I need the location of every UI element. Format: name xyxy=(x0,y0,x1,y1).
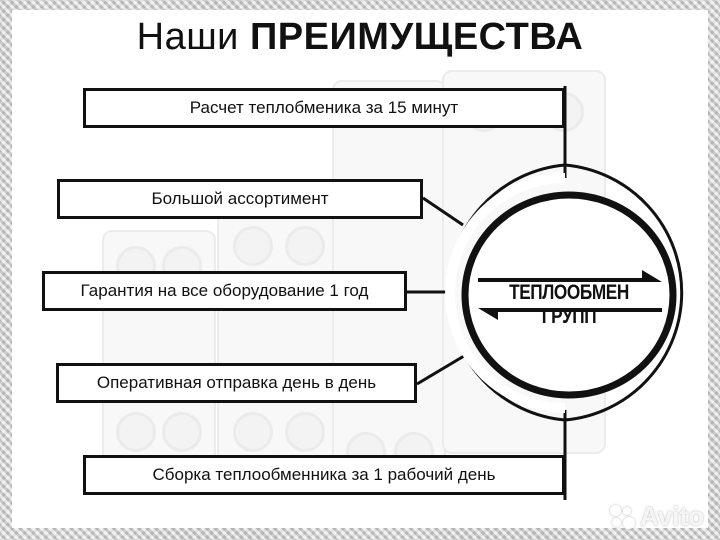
advantage-label: Большой ассортимент xyxy=(151,189,329,208)
company-logo: ТЕПЛООБМЕН ГРУПП xyxy=(461,197,677,393)
avito-dots-icon xyxy=(609,504,636,529)
advantage-label: Гарантия на все оборудование 1 год xyxy=(80,281,369,300)
advantage-label: Оперативная отправка день в день xyxy=(96,373,377,392)
background-exchanger-photo xyxy=(102,230,216,464)
advantage-item-assembly: Сборка теплообменника за 1 рабочий день xyxy=(83,455,565,495)
logo-text: ТЕПЛООБМЕН ГРУПП xyxy=(509,281,629,328)
background-exchanger-photo xyxy=(217,210,341,464)
avito-watermark: Avito xyxy=(609,501,704,532)
page-title: Наши ПРЕИМУЩЕСТВА xyxy=(0,16,720,59)
watermark-text: Avito xyxy=(639,501,704,531)
advantage-item-shipping: Оперативная отправка день в день xyxy=(56,363,417,403)
title-bold: ПРЕИМУЩЕСТВА xyxy=(249,16,584,58)
advantage-item-assortment: Большой ассортимент xyxy=(57,179,423,219)
advantage-item-warranty: Гарантия на все оборудование 1 год xyxy=(42,271,407,311)
advantage-item-calculation: Расчет теплобменика за 15 минут xyxy=(83,88,565,128)
advantage-label: Расчет теплобменика за 15 минут xyxy=(189,98,459,117)
title-normal: Наши xyxy=(136,16,239,58)
advantage-label: Сборка теплообменника за 1 рабочий день xyxy=(152,465,496,484)
